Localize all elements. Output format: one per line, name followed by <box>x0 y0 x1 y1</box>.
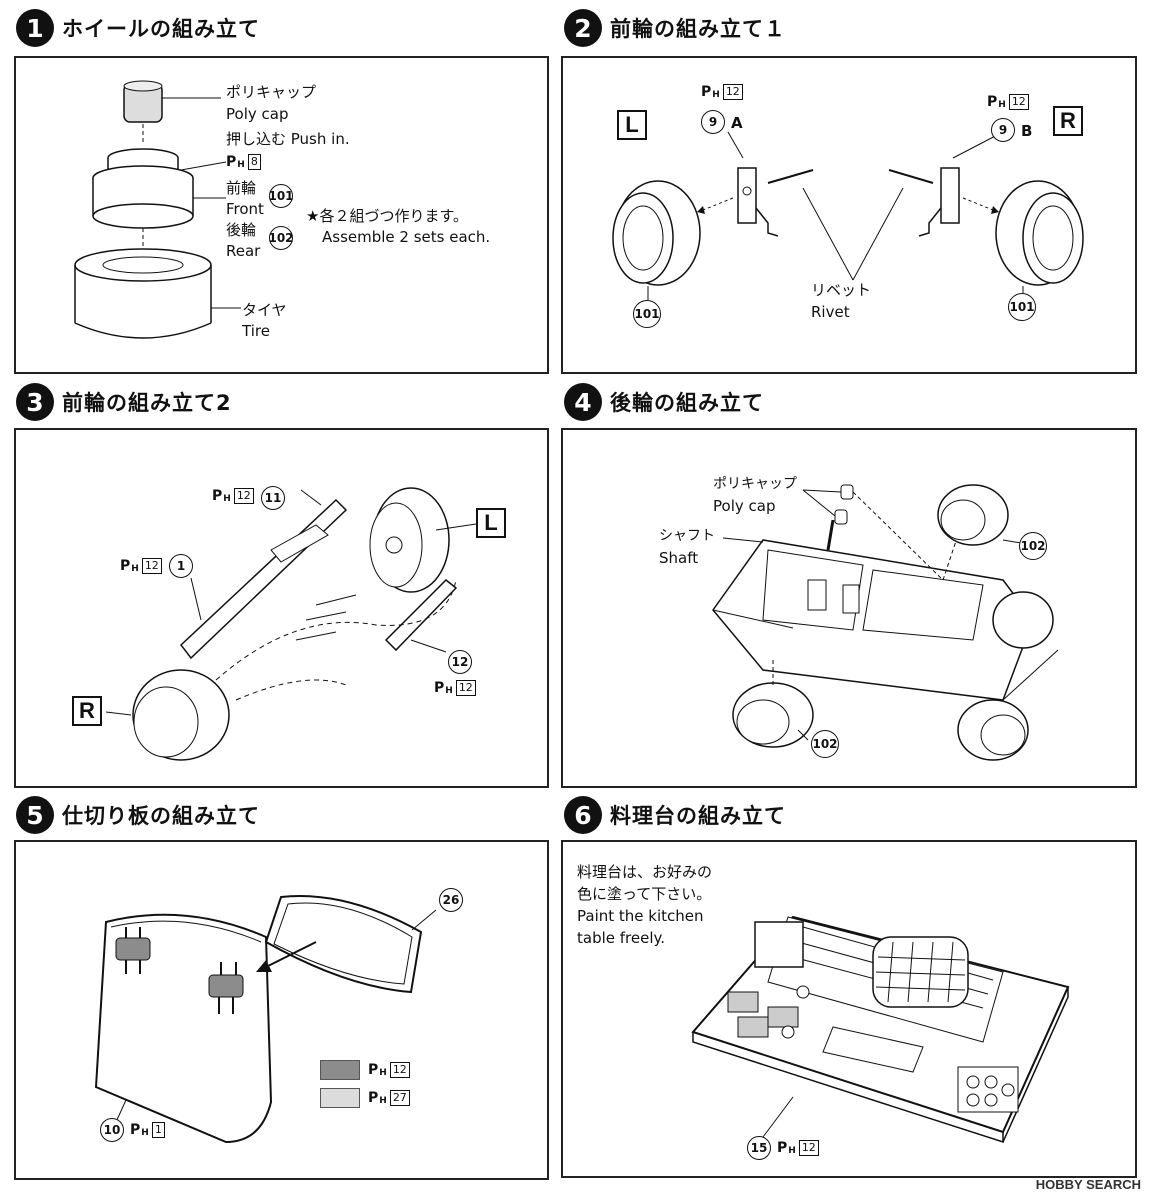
side-left-marker: L <box>617 110 647 140</box>
step-4-header: 4 後輪の組み立て <box>564 382 764 422</box>
side-right-marker: R <box>1053 106 1083 136</box>
note-jp-line2: 色に塗って下さい。 <box>577 885 712 903</box>
front-label-en: Front <box>226 200 264 218</box>
step-number: 5 <box>16 796 54 834</box>
part-number-11: 11 <box>261 486 285 510</box>
step-number: 2 <box>564 9 602 47</box>
step-4-panel: ポリキャップ Poly cap シャフト Shaft 102 102 <box>561 428 1137 788</box>
part-number-10: 10 <box>100 1118 124 1142</box>
tire-label-jp: タイヤ <box>242 301 287 319</box>
polycap-label-en: Poly cap <box>713 497 776 515</box>
note-jp-line1: 料理台は、お好みの <box>577 863 713 881</box>
step-title: 料理台の組み立て <box>610 804 786 828</box>
step-2-header: 2 前輪の組み立て１ <box>564 8 786 48</box>
step-6-panel: 料理台は、お好みの 色に塗って下さい。 Paint the kitchen ta… <box>561 840 1137 1178</box>
note-label-en: Assemble 2 sets each. <box>322 228 491 246</box>
step-3-header: 3 前輪の組み立て2 <box>16 382 232 422</box>
part-number-26: 26 <box>439 888 463 912</box>
kitchen-table-drawing <box>691 915 1070 1144</box>
watermark-logo: HOBBY SEARCH <box>1035 1177 1141 1192</box>
part-number-9a: 9 <box>701 110 725 134</box>
side-left-marker: L <box>476 508 506 538</box>
tire-label-en: Tire <box>242 322 270 340</box>
side-right-marker: R <box>72 696 102 726</box>
part-number-101-right: 101 <box>1008 293 1036 321</box>
step-6-header: 6 料理台の組み立て <box>564 795 786 835</box>
step-title: 仕切り板の組み立て <box>62 804 260 828</box>
note-en-line2: table freely. <box>577 929 666 947</box>
color-swatch-dark <box>320 1060 360 1080</box>
shaft-label-jp: シャフト <box>659 528 715 544</box>
part-number-101: 101 <box>268 184 294 208</box>
push-in-label: 押し込む Push in. <box>226 130 350 148</box>
color-swatch-light <box>320 1088 360 1108</box>
part-number-102: 102 <box>1019 532 1047 560</box>
step-title: 前輪の組み立て１ <box>610 17 786 41</box>
step-title: 前輪の組み立て2 <box>62 391 232 415</box>
note-label-jp: ★各２組づつ作ります。 <box>306 207 468 225</box>
step-number: 1 <box>16 9 54 47</box>
front-wheel-drawing-1 <box>612 131 1084 300</box>
step-1-header: 1 ホイールの組み立て <box>16 8 260 48</box>
rear-label-en: Rear <box>226 242 261 260</box>
part-number-9b: 9 <box>991 118 1015 142</box>
step-number: 3 <box>16 383 54 421</box>
part-number-12: 12 <box>448 650 472 674</box>
polycap-label-en: Poly cap <box>226 105 289 123</box>
polycap-label-jp: ポリキャップ <box>226 83 317 101</box>
part-suffix-b: B <box>1021 122 1033 140</box>
wheel-assembly-drawing <box>74 80 241 339</box>
part-number-102: 102 <box>811 730 839 758</box>
partition-drawing <box>94 895 437 1144</box>
rivet-label-en: Rivet <box>811 303 850 321</box>
part-number-1: 1 <box>169 554 193 578</box>
part-number-101-left: 101 <box>633 300 661 328</box>
rear-wheel-drawing <box>712 484 1059 761</box>
part-number-15: 15 <box>747 1136 771 1160</box>
step-number: 6 <box>564 796 602 834</box>
note-en-line1: Paint the kitchen <box>577 907 704 925</box>
front-wheel-drawing-2 <box>105 487 477 761</box>
part-suffix-a: A <box>731 114 743 132</box>
step-number: 4 <box>564 383 602 421</box>
rear-label-jp: 後輪 <box>226 221 257 239</box>
front-label-jp: 前輪 <box>226 179 257 197</box>
step-title: ホイールの組み立て <box>62 17 260 41</box>
rivet-label-jp: リベット <box>811 281 872 299</box>
step-5-header: 5 仕切り板の組み立て <box>16 795 260 835</box>
part-number-102: 102 <box>268 226 294 250</box>
step-title: 後輪の組み立て <box>610 391 764 415</box>
polycap-label-jp: ポリキャップ <box>713 476 797 492</box>
shaft-label-en: Shaft <box>659 549 699 567</box>
